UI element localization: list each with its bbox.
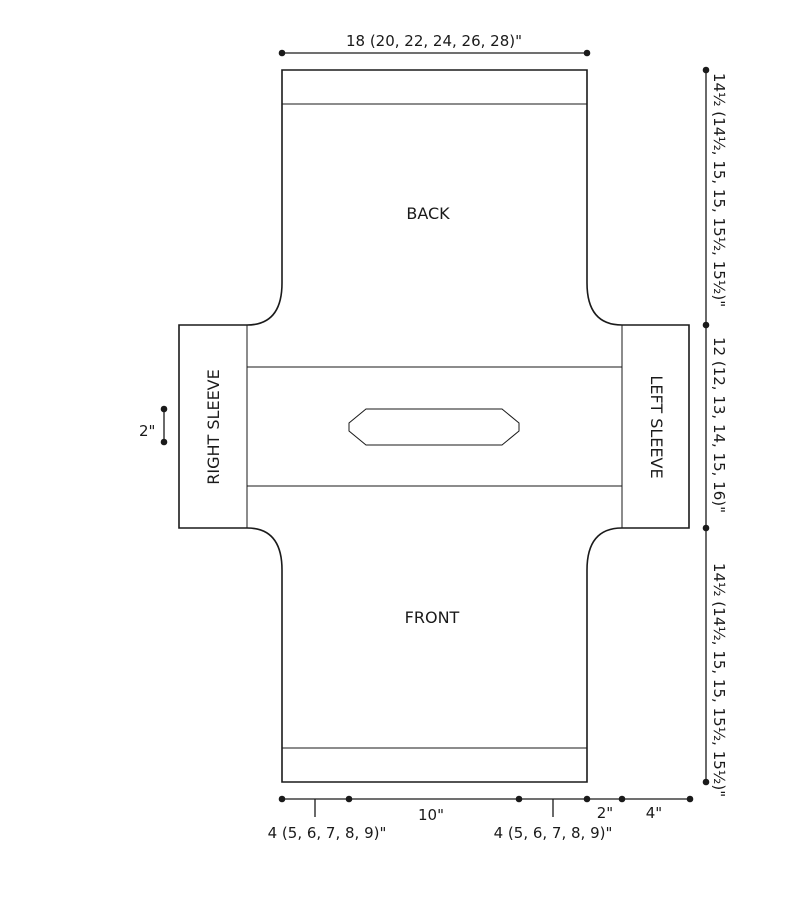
front-length-label: 14½ (14½, 15, 15, 15½, 15½)" [710,563,728,797]
front-label: FRONT [405,608,460,627]
right-sleeve-label: RIGHT SLEEVE [204,369,223,484]
shoulder-left-label: 4 (5, 6, 7, 8, 9)" [268,824,387,842]
sleeve-depth-label: 4" [646,804,662,822]
cuff-dot-top [160,405,168,413]
back-label: BACK [406,204,450,223]
neck-width-label: 10" [418,806,444,824]
armhole-gap-label: 2" [597,804,613,822]
right-vertical-dot-back [702,321,710,329]
bottom-dot-2 [345,795,353,803]
bottom-dot-1 [278,795,286,803]
right-vertical-dot-bottom [702,778,710,786]
bottom-dot-6 [686,795,694,803]
left-sleeve-label: LEFT SLEEVE [647,375,666,478]
back-length-label: 14½ (14½, 15, 15, 15½, 15½)" [710,73,728,307]
right-vertical-dot-top [702,66,710,74]
top-width-label: 18 (20, 22, 24, 26, 28)" [346,32,522,50]
bottom-dot-3 [515,795,523,803]
top-width-right-dot [583,49,591,57]
top-width-left-dot [278,49,286,57]
garment-outline [178,69,690,783]
bottom-dot-4 [583,795,591,803]
right-vertical-dot-sleeve [702,524,710,532]
bottom-dot-5 [618,795,626,803]
shoulder-right-label: 4 (5, 6, 7, 8, 9)" [494,824,613,842]
cuff-label: 2" [139,422,155,440]
cuff-dot-bottom [160,438,168,446]
sleeve-length-label: 12 (12, 13, 14, 15, 16)" [710,337,728,513]
neck-opening [348,408,520,446]
